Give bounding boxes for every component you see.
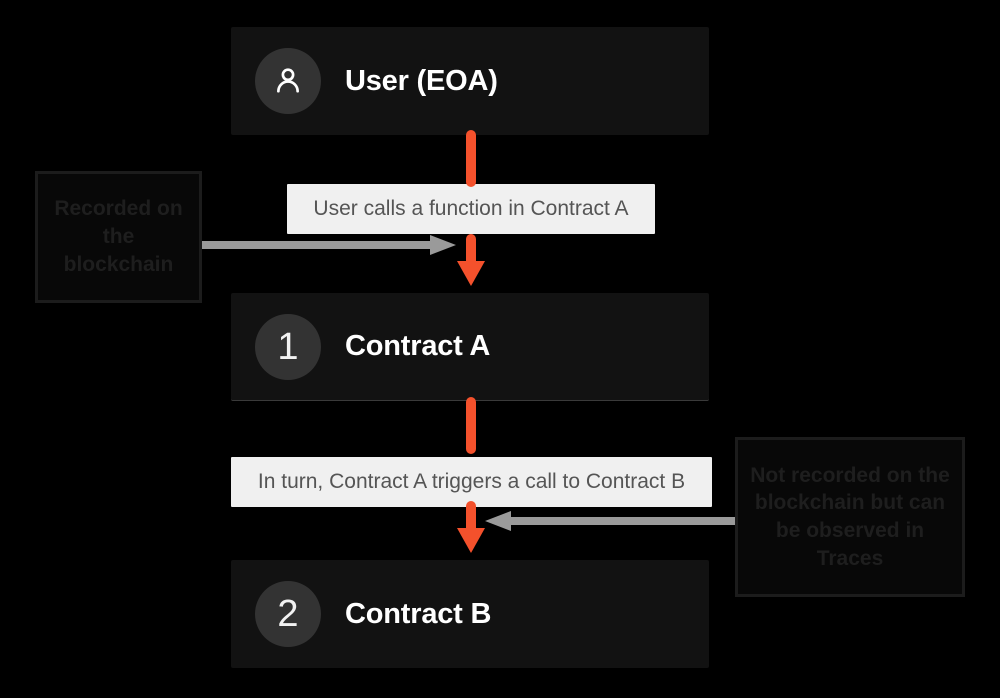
- arrow-left-shaft: [507, 517, 741, 525]
- arrow-right-icon: [430, 235, 456, 255]
- step-number-2: 2: [277, 593, 299, 635]
- connector-contract-a-to-contract-b: [457, 397, 485, 553]
- person-icon: [277, 68, 299, 93]
- node-user[interactable]: User (EOA): [231, 27, 709, 135]
- annotation-not-recorded-on-blockchain: Not recorded on the blockchain but can b…: [735, 437, 965, 597]
- node-contract-a[interactable]: 1 Contract A: [231, 293, 709, 401]
- step-number-badge-2: 2: [255, 581, 321, 647]
- node-contract-a-title: Contract A: [345, 330, 491, 362]
- arrow-head-down-icon: [457, 261, 485, 286]
- arrow-down-icon: [466, 130, 476, 187]
- step-label-contract-a-calls-contract-b: In turn, Contract A triggers a call to C…: [231, 457, 712, 507]
- arrow-left-icon: [485, 511, 511, 531]
- arrow-right-shaft: [200, 241, 434, 249]
- node-contract-b-title: Contract B: [345, 597, 492, 630]
- arrow-down-icon: [466, 397, 476, 454]
- step-number-1: 1: [277, 325, 299, 368]
- annotation-left-pointer: [200, 235, 456, 255]
- connector-user-to-contract-a: [457, 130, 485, 286]
- step-number-badge-1: 1: [255, 313, 321, 380]
- arrow-head-down-icon: [457, 528, 485, 553]
- user-avatar-badge: [255, 48, 321, 114]
- step-label-user-calls-contract-a: User calls a function in Contract A: [287, 184, 655, 234]
- node-user-title: User (EOA): [345, 64, 498, 97]
- node-contract-b[interactable]: 2 Contract B: [231, 560, 709, 668]
- annotation-recorded-on-blockchain: Recorded on the blockchain: [35, 171, 202, 303]
- annotation-right-pointer: [485, 511, 741, 531]
